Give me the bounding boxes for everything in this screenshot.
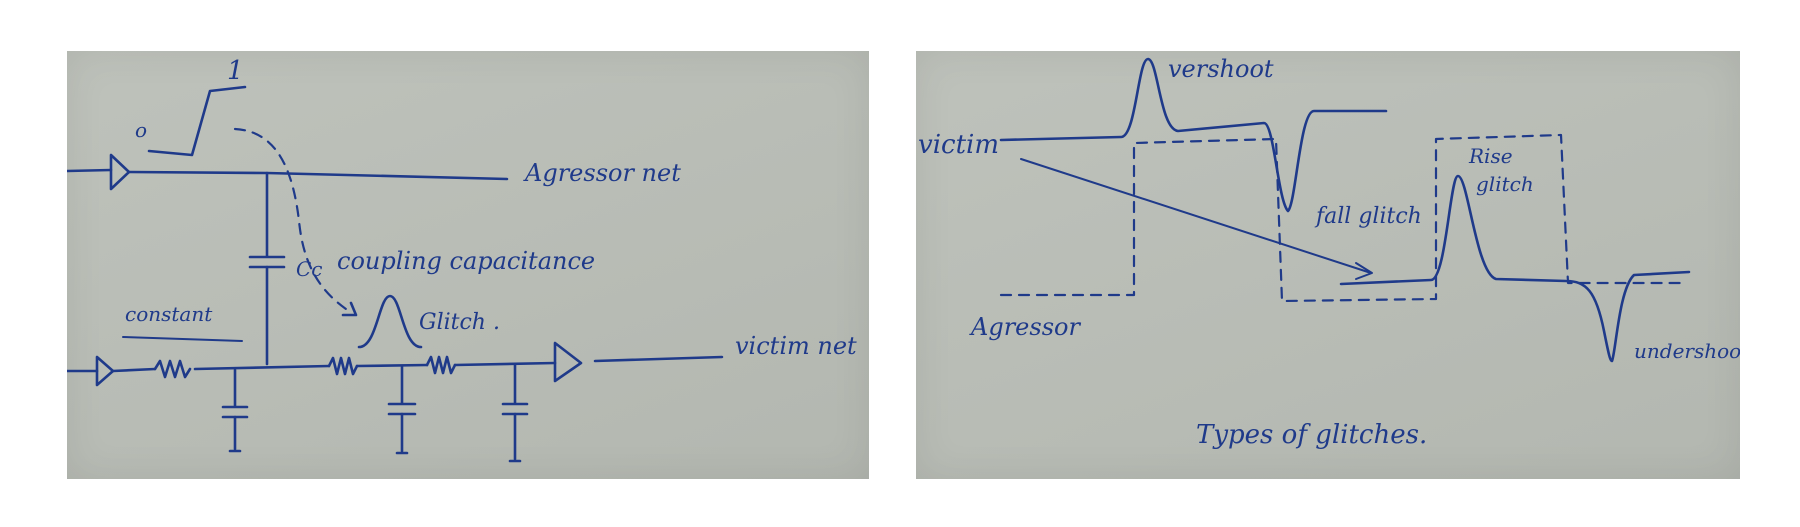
- glitch-bump: [357, 294, 423, 349]
- fall-glitch-label: fall glitch: [1314, 204, 1422, 229]
- victim-label: victim: [918, 130, 999, 160]
- ground-capacitor-1: [221, 368, 249, 453]
- coupling-arrowhead: [341, 301, 358, 317]
- victim-pointer-arrow: [1020, 158, 1372, 274]
- resistor-3: [425, 355, 457, 375]
- victim-wire-c: [355, 363, 429, 368]
- victim-wire-d: [453, 361, 557, 367]
- victim-driver: [95, 355, 115, 387]
- aggressor-wire: [127, 170, 509, 181]
- aggressor-label: Agressor: [969, 313, 1081, 341]
- aggressor-driver: [109, 153, 131, 191]
- rise-glitch-label: glitch: [1476, 172, 1534, 196]
- coupling-cap-symbol: Cc: [296, 257, 323, 281]
- victim-receiver: [553, 341, 583, 383]
- overshoot-label: vershoot: [1168, 55, 1274, 83]
- victim-wire-out: [593, 355, 724, 363]
- logic-low-label: o: [135, 118, 147, 142]
- glitch-types-sketch: vershoot victim fall glitch Agressor Ris…: [916, 51, 1740, 479]
- aggressor-step-waveform: [147, 85, 247, 157]
- coupling-capacitance-label: coupling capacitance: [337, 247, 595, 275]
- victim-net-label: victim net: [735, 332, 857, 360]
- ground-capacitor-3: [501, 362, 529, 463]
- victim-pointer-arrowhead: [1355, 262, 1373, 280]
- aggressor-waveform: [999, 133, 1683, 303]
- crosstalk-circuit-sketch: 1 o Agressor net Cc coupling capacitance…: [67, 51, 869, 479]
- rise-label: Rise: [1468, 144, 1513, 168]
- circuit-drawing: 1 o Agressor net Cc coupling capacitance…: [67, 56, 857, 463]
- diagram-caption: Types of glitches.: [1196, 420, 1427, 450]
- coupling-path-dashed: [233, 127, 354, 315]
- victim-waveform-top: [999, 57, 1388, 213]
- victim-waveform-bottom: [1339, 174, 1691, 363]
- logic-high-label: 1: [227, 56, 244, 86]
- glitch-label: Glitch .: [419, 310, 500, 335]
- undershoot-label: undershoot: [1634, 339, 1740, 363]
- resistor-1: [153, 359, 192, 379]
- glitch-waveforms-drawing: vershoot victim fall glitch Agressor Ris…: [918, 55, 1740, 450]
- victim-wire-a: [111, 367, 157, 373]
- constant-underline: [122, 336, 243, 342]
- victim-wire-b: [193, 364, 331, 371]
- aggressor-wire-in: [67, 168, 113, 173]
- constant-label: constant: [125, 302, 213, 326]
- aggressor-net-label: Agressor net: [523, 159, 681, 187]
- ground-capacitor-2: [387, 364, 417, 455]
- resistor-2: [327, 356, 359, 376]
